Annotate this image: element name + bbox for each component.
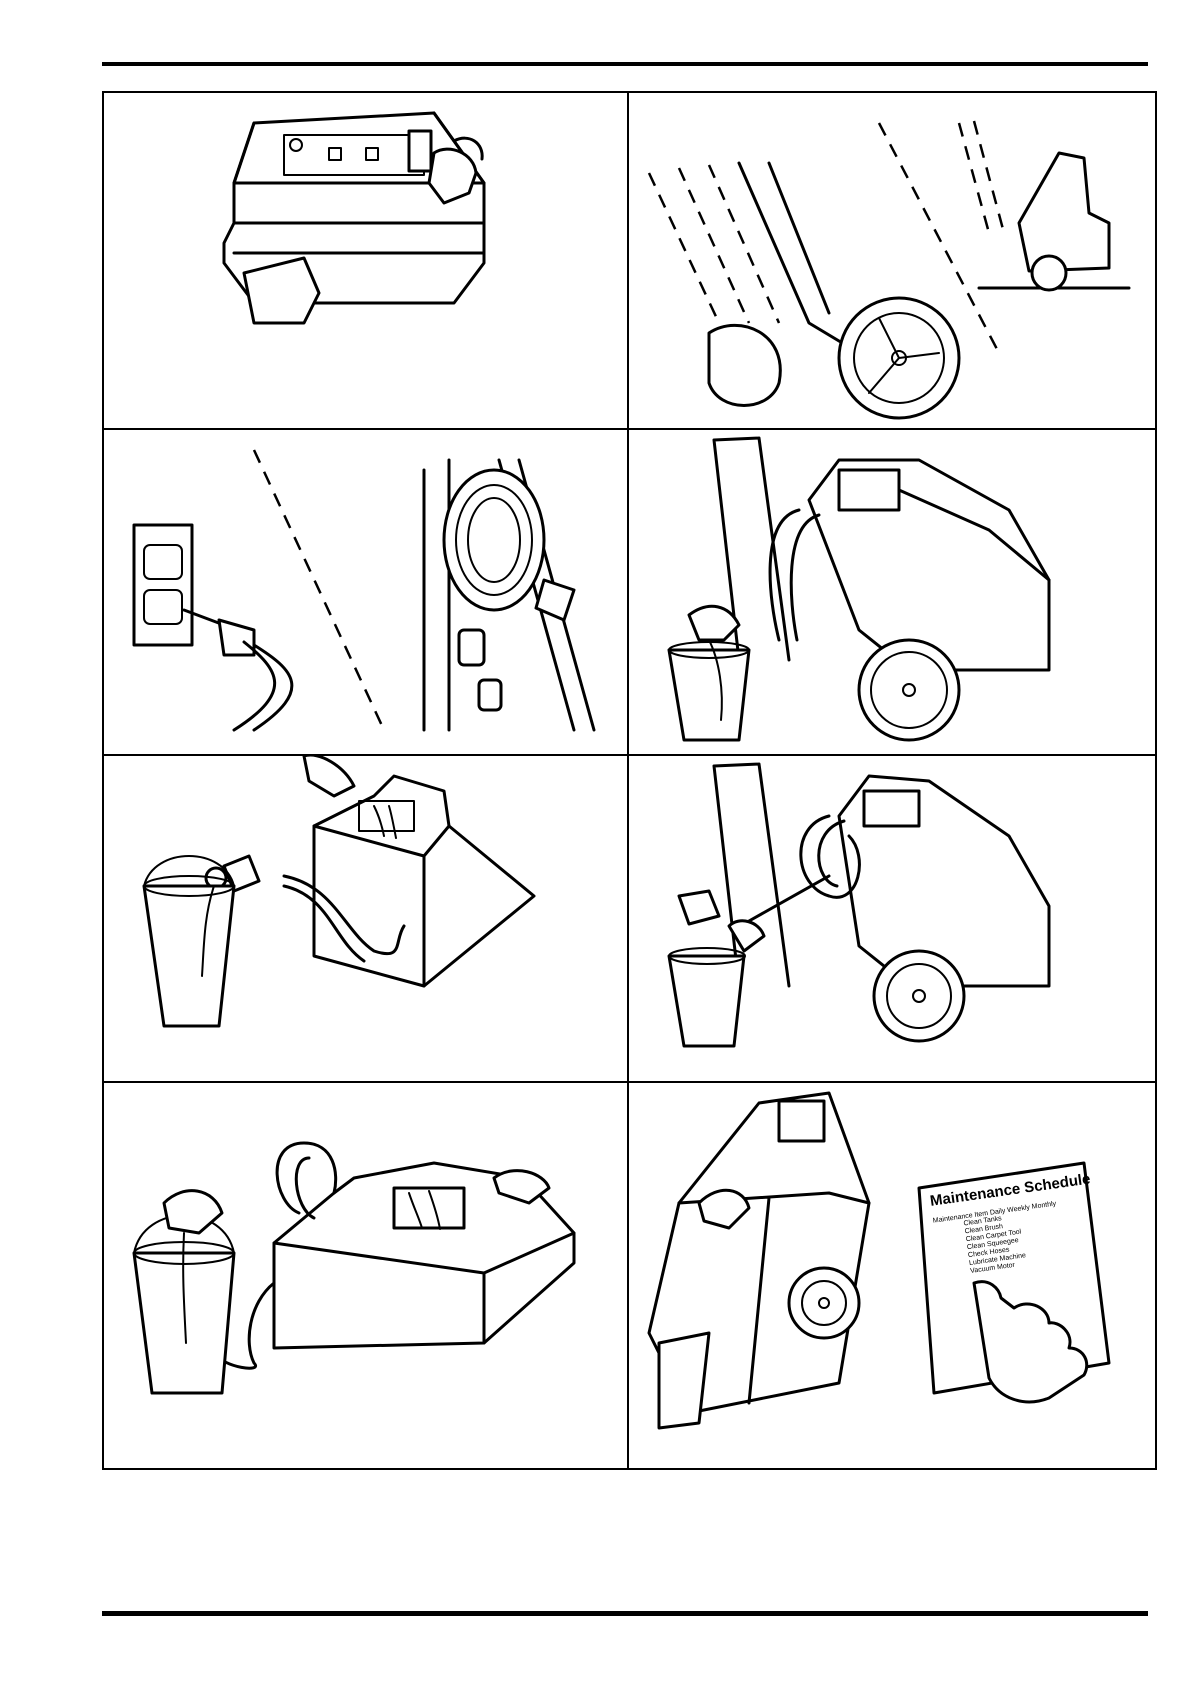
panel-maintenance-schedule: Maintenance Schedule Maintenance Item Da… (629, 1083, 1155, 1468)
control-panel-switch-illustration (104, 93, 625, 426)
flush-tank-illustration (104, 1083, 625, 1468)
panel-drain-solution-tank (629, 430, 1155, 752)
panel-rinse-recovery-tank (104, 756, 625, 1079)
rinse-recovery-tank-illustration (104, 756, 625, 1079)
drain-recovery-hose-illustration (629, 756, 1155, 1079)
panel-tilt-handle (629, 93, 1155, 426)
footer-rule (102, 1611, 1148, 1616)
panel-flush-tank (104, 1083, 625, 1468)
header-rule (102, 62, 1148, 66)
unplug-cord-illustration (104, 430, 625, 752)
panel-control-switch (104, 93, 625, 426)
drain-solution-tank-illustration (629, 430, 1155, 752)
maintenance-schedule-illustration (629, 1083, 1155, 1468)
panel-drain-recovery-hose (629, 756, 1155, 1079)
panel-unplug-cord (104, 430, 625, 752)
tilt-handle-illustration (629, 93, 1155, 426)
